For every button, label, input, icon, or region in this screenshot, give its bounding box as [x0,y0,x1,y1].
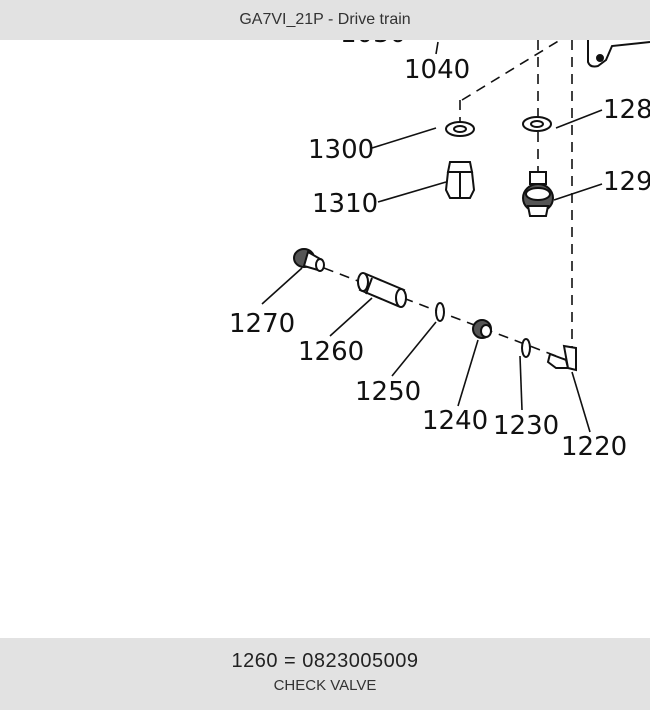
part-1240-nut[interactable] [472,319,492,339]
callout-1220[interactable]: 1220 [561,432,627,462]
part-1300-washer[interactable] [445,121,475,137]
callout-1270[interactable]: 1270 [229,309,295,339]
housing-part [587,40,650,68]
part-1250-o-ring[interactable] [435,302,445,322]
selected-part-code: 0823005009 [302,650,419,672]
selected-part-line: 1260 = 0823005009 [0,650,650,673]
part-128-washer[interactable] [522,116,552,132]
callout-1250[interactable]: 1250 [355,377,421,407]
part-1220-elbow[interactable] [546,344,577,372]
part-129-fitting[interactable] [522,171,554,217]
callout-1240[interactable]: 1240 [422,406,488,436]
callout-1230[interactable]: 1230 [493,411,559,441]
equals-sign: = [284,650,297,672]
callout-1260[interactable]: 1260 [298,337,364,367]
part-1260-check-valve[interactable] [357,272,407,308]
title-bar: GA7VI_21P - Drive train [0,0,650,40]
part-1230-o-ring[interactable] [521,338,531,358]
selected-part-panel: 1260 = 0823005009 CHECK VALVE [0,638,650,710]
callout-1310[interactable]: 1310 [312,189,378,219]
selected-part-description: CHECK VALVE [273,677,377,694]
part-1270-fitting[interactable] [293,248,325,272]
page-title: GA7VI_21P - Drive train [239,11,411,28]
partial-callout: 1030 [340,40,406,49]
exploded-parts-drawing: 1030 [0,40,650,638]
callout-1300[interactable]: 1300 [308,135,374,165]
callout-1040[interactable]: 1040 [404,55,470,85]
part-1310-nut[interactable] [444,161,476,199]
selected-part-number: 1260 [231,650,278,672]
callout-128[interactable]: 128 [603,95,650,125]
callout-129[interactable]: 129 [603,167,650,197]
